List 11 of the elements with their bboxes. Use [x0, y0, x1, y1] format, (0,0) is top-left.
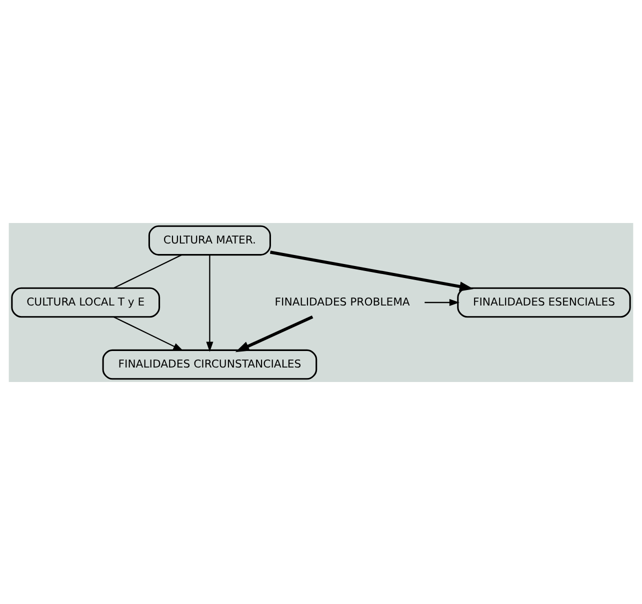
arrow	[113, 316, 184, 350]
arrow	[270, 250, 474, 291]
arrow	[206, 254, 214, 352]
node-box: CULTURA MATER.	[148, 224, 271, 256]
node-box: FINALIDADES CIRCUNSTANCIALES	[102, 348, 318, 380]
node-box: FINALIDADES ESENCIALES	[457, 286, 631, 318]
node-text: FINALIDADES PROBLEMA	[274, 294, 410, 308]
arrow	[424, 298, 460, 306]
node-box: CULTURA LOCAL T y E	[11, 286, 160, 318]
arrow	[235, 314, 314, 352]
connector	[113, 254, 182, 288]
